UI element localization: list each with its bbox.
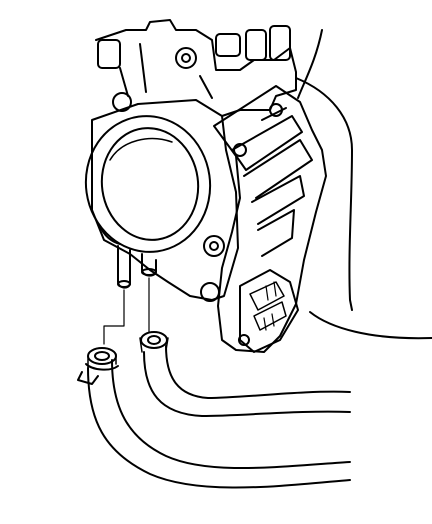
coolant-hose-lower	[87, 347, 351, 489]
engine-outline	[295, 29, 432, 340]
mount-boss-left	[203, 235, 225, 257]
coolant-hose-upper	[139, 331, 351, 417]
connector	[239, 269, 299, 353]
coolant-pipe-upper	[117, 245, 131, 289]
bore-opening-outer	[84, 115, 212, 253]
hose-clamp	[77, 363, 119, 385]
leader-lines	[103, 277, 150, 345]
mount-boss-lower	[200, 282, 220, 302]
bore-opening-inner	[100, 127, 200, 241]
coolant-pipe-lower	[141, 253, 157, 277]
upper-bracket	[95, 19, 297, 117]
